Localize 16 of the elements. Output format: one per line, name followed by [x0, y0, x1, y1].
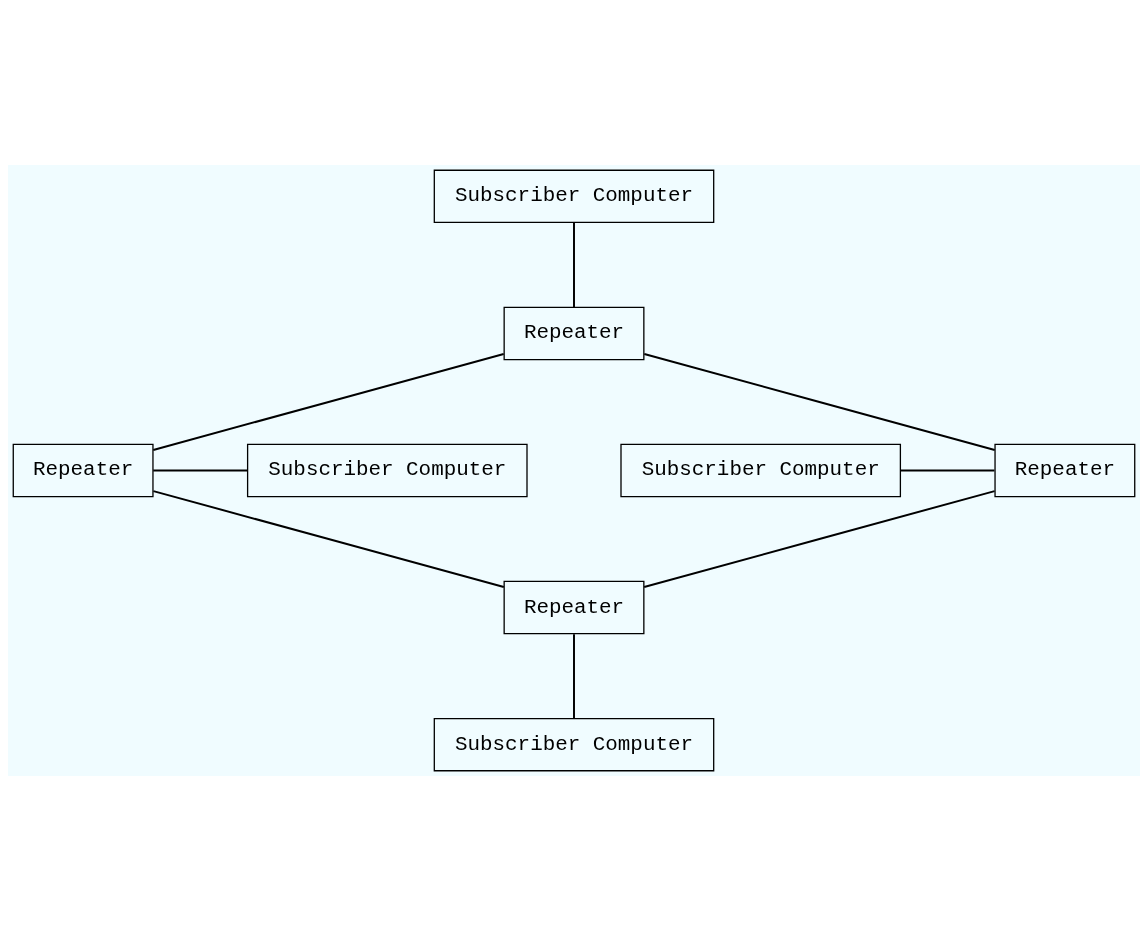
- node-box: Repeater: [12, 443, 154, 498]
- connector: [152, 469, 249, 472]
- connector: [573, 221, 575, 308]
- node-box: Repeater: [994, 443, 1136, 498]
- connector: [152, 490, 505, 589]
- connector: [643, 490, 996, 589]
- node-box: Subscriber Computer: [433, 169, 715, 224]
- connector: [899, 469, 996, 472]
- node-box: Subscriber Computer: [246, 443, 528, 498]
- connector: [152, 353, 505, 451]
- connector: [643, 353, 996, 451]
- node-box: Subscriber Computer: [620, 443, 902, 498]
- node-box: Repeater: [503, 306, 645, 361]
- node-box: Repeater: [503, 580, 645, 635]
- node-box: Subscriber Computer: [433, 717, 715, 772]
- connector: [573, 633, 575, 720]
